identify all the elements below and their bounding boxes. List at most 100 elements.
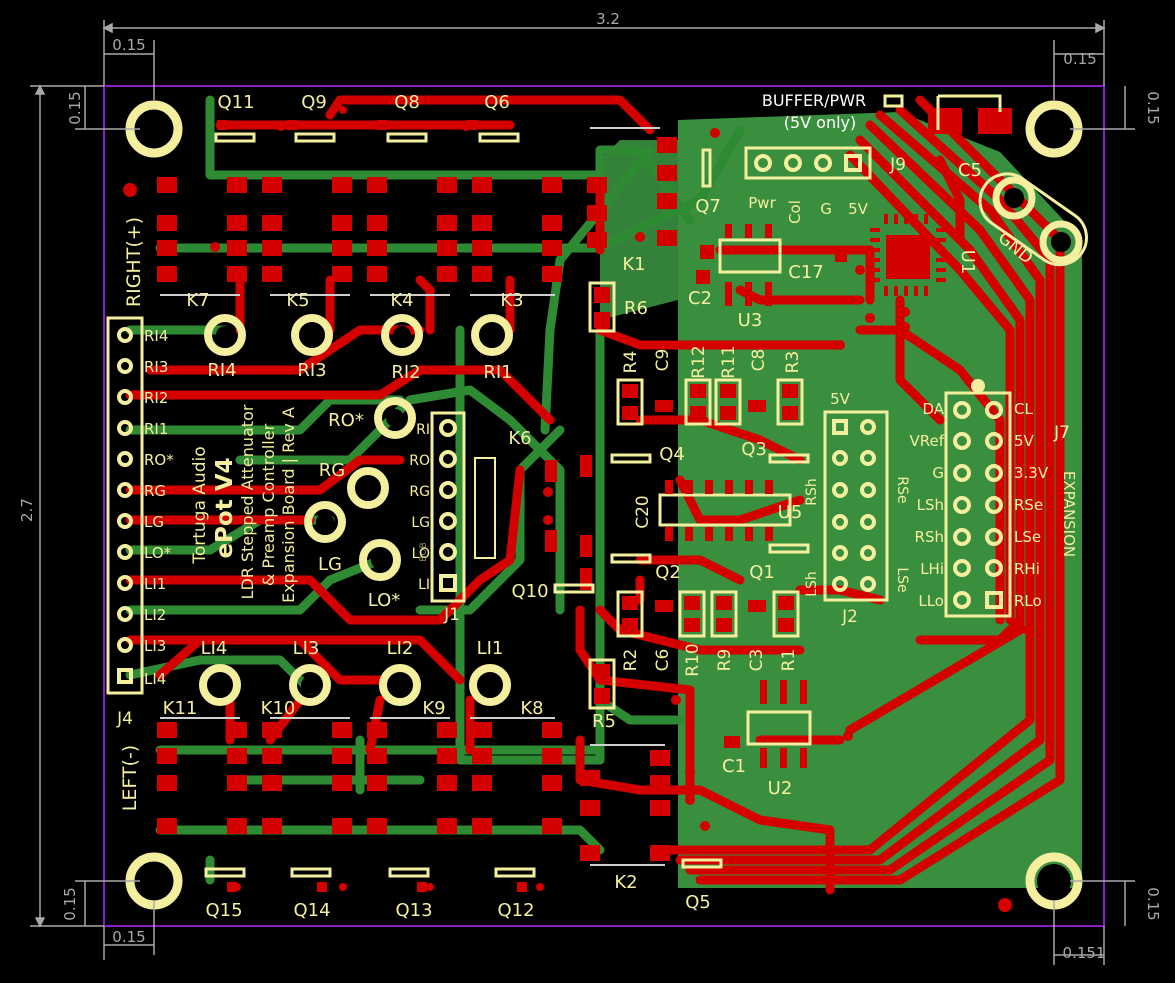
j1-pin-ri: RI	[416, 422, 430, 438]
j1-ref: J1	[443, 605, 460, 625]
j1-pin-lg: LG	[411, 515, 430, 531]
j4-ref: J4	[116, 709, 133, 729]
j9-pin-g: G	[820, 200, 832, 218]
dim-margin-top-left: 0.15	[112, 36, 145, 54]
q4: Q4	[659, 444, 685, 465]
u5-pins	[665, 480, 773, 541]
c8: C8	[749, 349, 769, 372]
relay-k8: K8	[520, 698, 543, 719]
q1: Q1	[749, 562, 775, 583]
c5: C5	[958, 160, 982, 181]
j7-right-lse: LSe	[1014, 528, 1041, 546]
board-subtitle-line1: LDR Stepped Attenuator	[238, 404, 257, 599]
j4-pin-ri4: RI4	[144, 327, 168, 345]
passive-outlines	[588, 94, 1002, 746]
jack-label-ri2: RI2	[391, 362, 420, 383]
q5: Q5	[685, 892, 711, 913]
j7-left-lsh: LSh	[917, 496, 944, 514]
c6: C6	[653, 649, 673, 672]
q6: Q6	[484, 92, 510, 113]
j4-pin-ri2: RI2	[144, 389, 168, 407]
q15: Q15	[205, 900, 242, 921]
r11: R11	[719, 345, 739, 378]
j7-ref: J7	[1053, 423, 1070, 443]
board-title-line2: ePot V4	[212, 457, 238, 558]
jack-label-li4: LI4	[201, 638, 228, 659]
c20: C20	[633, 495, 653, 529]
board-subtitle-line2: & Preamp Controller	[259, 423, 278, 586]
jack-pads	[199, 314, 513, 706]
j1-pin-lo: LO	[412, 546, 430, 562]
gnd-lug	[978, 172, 1088, 267]
c2: C2	[688, 288, 712, 309]
dim-margin-bottom-left: 0.15	[112, 928, 145, 946]
jack-label-lo: LO*	[368, 590, 401, 611]
jack-label-li1: LI1	[477, 638, 504, 659]
j7-left-vref: VRef	[909, 432, 944, 450]
j2-right-lse: LSe	[894, 567, 910, 592]
jack-label-lg: LG	[318, 554, 342, 575]
j9-pin-5v: 5V	[848, 200, 869, 218]
j9-ref: J9	[889, 155, 906, 175]
c3: C3	[747, 649, 767, 672]
u1-pins	[870, 214, 946, 296]
q10: Q10	[511, 581, 548, 602]
j7-left-g: G	[932, 464, 944, 482]
q2: Q2	[655, 562, 681, 583]
j2-ref: J2	[841, 607, 858, 627]
j1-tag: BOB	[419, 542, 429, 561]
q7: Q7	[695, 196, 721, 217]
c1: C1	[722, 756, 746, 777]
relay-k4: K4	[390, 290, 413, 311]
dim-margin-bottom-right: 0.151	[1063, 944, 1106, 962]
q8: Q8	[394, 92, 420, 113]
dim-margin-right-top: 0.15	[1144, 91, 1162, 124]
r10: R10	[683, 643, 703, 676]
q9: Q9	[301, 92, 327, 113]
j9-pin-col: Col	[786, 200, 804, 224]
j4-outline	[106, 316, 144, 695]
jack-label-ri4: RI4	[207, 360, 236, 381]
j4-pin-rg: RG	[144, 482, 166, 500]
j7-left-lhi: LHi	[920, 560, 944, 578]
relay-k1: K1	[622, 254, 645, 275]
r6: R6	[624, 298, 648, 319]
buffer-label: BUFFER/PWR	[762, 91, 866, 110]
j9-pin-pwr: Pwr	[748, 194, 776, 212]
j4-pin-ri1: RI1	[144, 420, 168, 438]
j7-right-5v: 5V	[1014, 432, 1035, 450]
j9-outline	[744, 146, 872, 180]
j2-right-rse: RSe	[894, 476, 910, 503]
j7-left-llo: LLo	[918, 592, 944, 610]
j7-right-rhi: RHi	[1014, 560, 1040, 578]
r4: R4	[621, 351, 641, 374]
dim-height: 2.7	[18, 498, 36, 522]
u3: U3	[738, 310, 763, 331]
right-label: RIGHT(+)	[123, 217, 145, 307]
j7-right-rlo: RLo	[1014, 592, 1042, 610]
u1: U1	[957, 250, 978, 275]
relay-k3: K3	[500, 290, 523, 311]
dim-margin-left-top: 0.15	[66, 91, 84, 124]
u2: U2	[768, 778, 793, 799]
k6-outline	[474, 457, 496, 559]
board-outline	[103, 85, 1105, 927]
transistor-outlines	[204, 132, 810, 878]
j4-pin-li1: LI1	[144, 575, 166, 593]
j2-left-lsh: LSh	[804, 571, 820, 597]
q12: Q12	[497, 900, 534, 921]
jack-label-rg: RG	[319, 460, 345, 481]
dim-margin-left-bottom: 0.15	[61, 887, 79, 920]
dim-margin-right-bottom: 0.15	[1144, 887, 1162, 920]
relay-k6: K6	[508, 428, 531, 449]
smd-pads	[157, 108, 1012, 892]
j7-right-rse: RSe	[1014, 496, 1043, 514]
j4-pin-ri3: RI3	[144, 358, 168, 376]
left-label: LEFT(-)	[119, 745, 141, 811]
j1-pin-rg: RG	[409, 484, 430, 500]
r1: R1	[779, 649, 799, 672]
relay-k5: K5	[286, 290, 309, 311]
q3: Q3	[741, 439, 767, 460]
r12: R12	[689, 345, 709, 378]
j4-pin-li3: LI3	[144, 637, 166, 655]
